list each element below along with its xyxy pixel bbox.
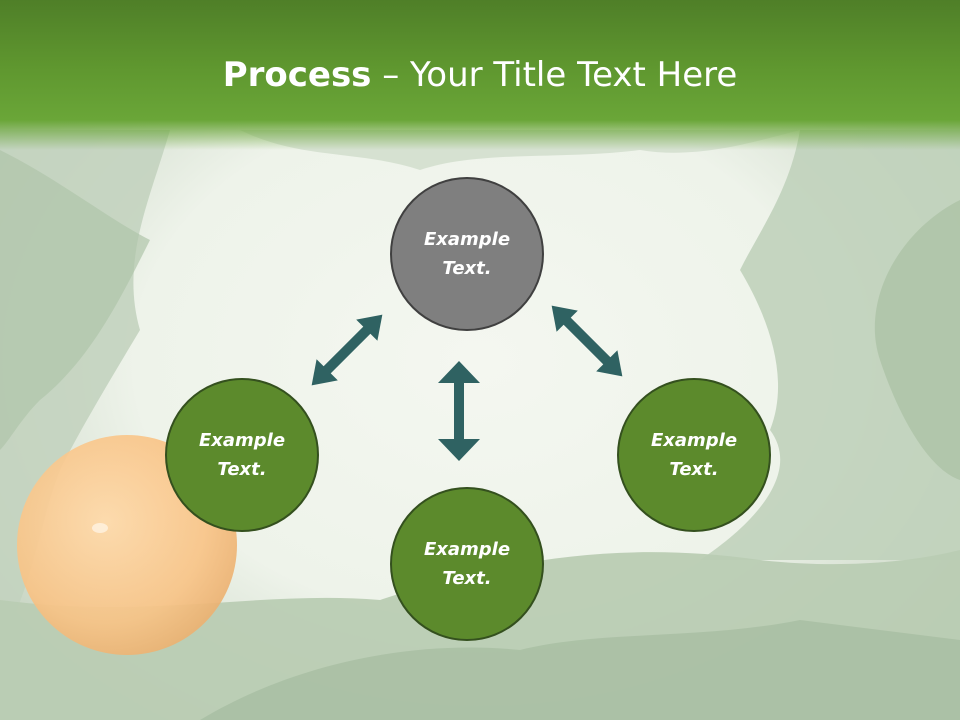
node-right-text: Example Text.: [650, 430, 738, 480]
node-bottom-text: Example Text.: [423, 539, 511, 589]
node-right: Example Text.: [617, 378, 771, 532]
node-bottom: Example Text.: [390, 487, 544, 641]
node-left: Example Text.: [165, 378, 319, 532]
slide-title: Process – Your Title Text Here: [0, 52, 960, 98]
node-top: Example Text.: [390, 177, 544, 331]
title-rest: – Your Title Text Here: [371, 55, 738, 95]
title-bold: Process: [222, 55, 372, 95]
title-bar: [0, 0, 960, 150]
node-top-text: Example Text.: [423, 229, 511, 279]
node-left-text: Example Text.: [198, 430, 286, 480]
